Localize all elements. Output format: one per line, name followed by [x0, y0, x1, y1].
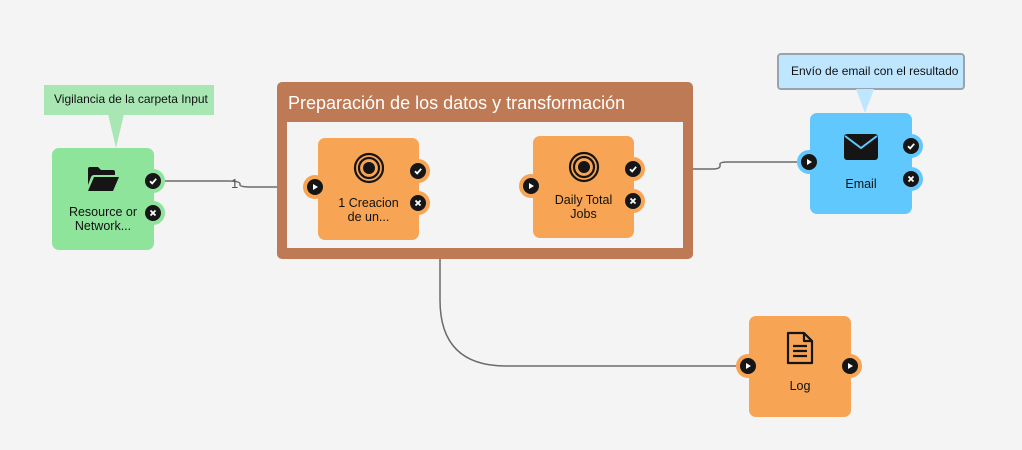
play-icon	[529, 183, 534, 189]
creacion-error-port[interactable]	[406, 191, 430, 215]
email-success-port[interactable]	[899, 134, 923, 158]
wire-daily-to-email	[646, 161, 797, 170]
node-daily-total-jobs[interactable]: Daily Total Jobs	[533, 136, 634, 238]
creacion-input-port[interactable]	[303, 175, 327, 199]
creacion-success-port[interactable]	[406, 159, 430, 183]
node-creacion[interactable]: 1 Creacion de un...	[318, 138, 419, 240]
node-daily-label: Daily Total Jobs	[554, 193, 613, 221]
node-email[interactable]: Email	[810, 113, 912, 214]
play-icon	[848, 363, 853, 369]
resource-success-port[interactable]	[141, 169, 165, 193]
resource-error-port[interactable]	[141, 201, 165, 225]
note-email-pointer	[856, 89, 874, 113]
node-email-label: Email	[845, 177, 877, 191]
folder-open-icon	[86, 166, 120, 197]
log-input-port[interactable]	[736, 354, 760, 378]
daily-success-port[interactable]	[621, 157, 645, 181]
node-resource-label: Resource or Network...	[68, 205, 138, 233]
close-icon	[149, 209, 157, 217]
check-icon	[149, 178, 157, 185]
group-title: Preparación de los datos y transformació…	[288, 93, 626, 113]
node-creacion-label: 1 Creacion de un...	[338, 196, 399, 224]
close-icon	[629, 197, 637, 205]
node-resource[interactable]: Resource or Network...	[52, 148, 154, 250]
log-output-port[interactable]	[838, 354, 862, 378]
close-icon	[907, 175, 915, 183]
play-icon	[746, 363, 751, 369]
email-input-port[interactable]	[797, 150, 821, 174]
wire-resource-to-creacion	[165, 180, 303, 188]
wire-label: 1	[231, 176, 239, 191]
check-icon	[629, 166, 637, 173]
note-watch-folder[interactable]: Vigilancia de la carpeta Input	[44, 85, 214, 115]
envelope-icon	[843, 133, 879, 166]
check-icon	[414, 168, 422, 175]
email-error-port[interactable]	[899, 167, 923, 191]
note-email[interactable]: Envío de email con el resultado	[777, 53, 965, 90]
target-icon	[568, 151, 600, 188]
daily-input-port[interactable]	[519, 174, 543, 198]
node-log[interactable]: Log	[749, 316, 851, 417]
daily-error-port[interactable]	[621, 189, 645, 213]
close-icon	[414, 199, 422, 207]
node-log-label: Log	[789, 379, 811, 393]
document-icon	[786, 331, 814, 370]
note-watch-pointer	[108, 114, 124, 148]
check-icon	[907, 143, 915, 150]
play-icon	[807, 159, 812, 165]
play-icon	[313, 184, 318, 190]
target-icon	[353, 152, 385, 189]
